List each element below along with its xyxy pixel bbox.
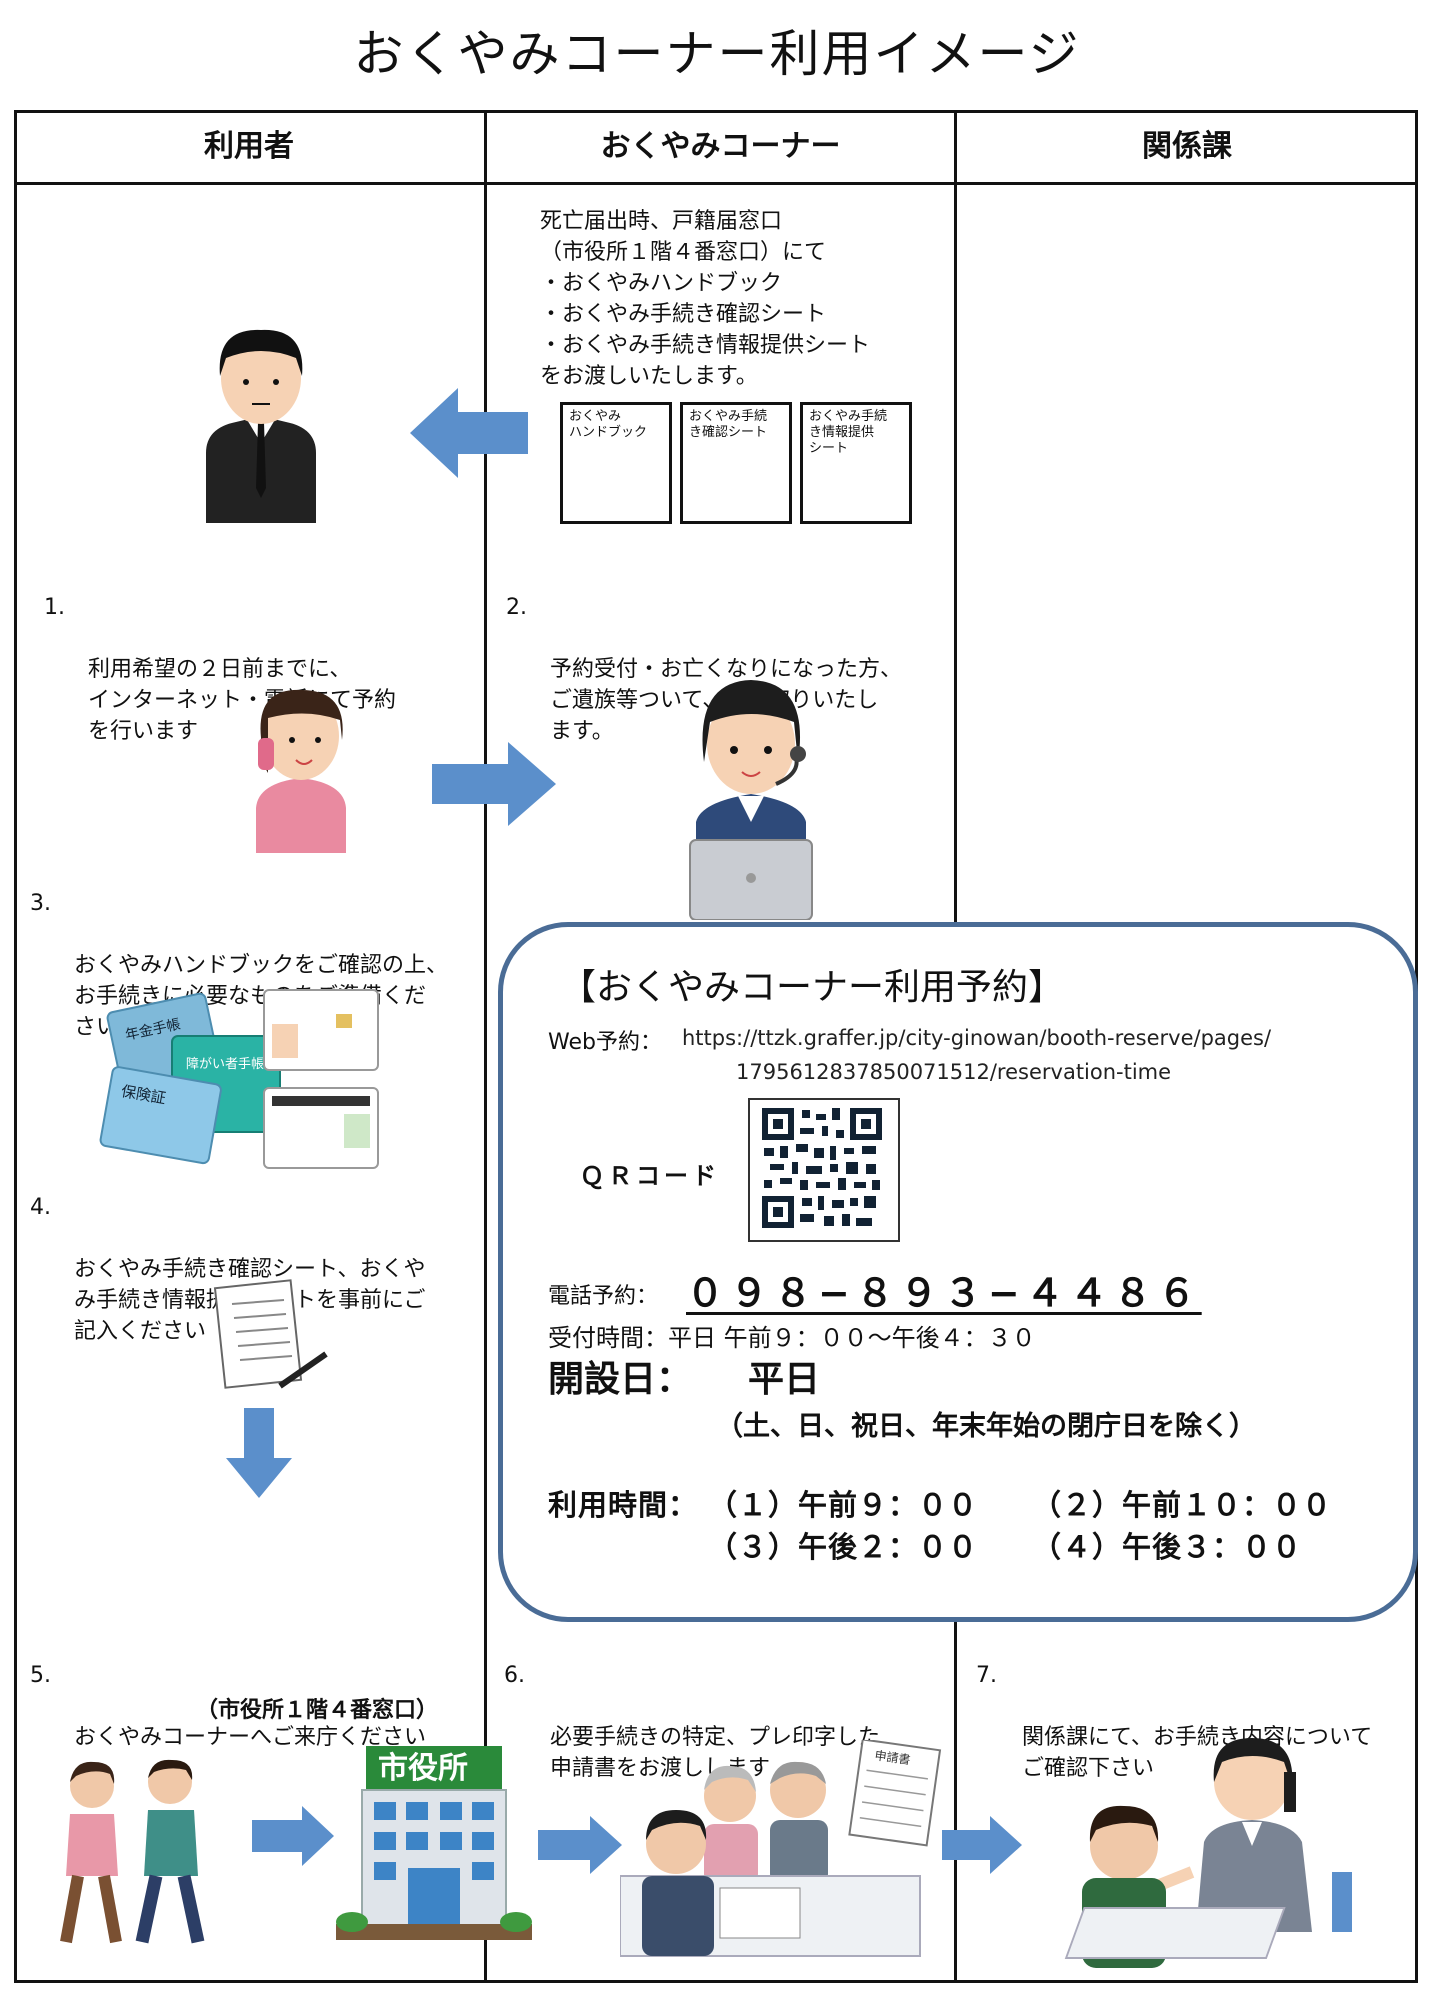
arrow-right-icon	[432, 742, 556, 826]
column-header-okuyami-corner: おくやみコーナー	[600, 129, 841, 164]
usage-hours-label: 利用時間：	[548, 1488, 699, 1522]
qr-code-icon	[762, 1108, 882, 1228]
step-6-number: 6.	[504, 1663, 525, 1688]
step-5-text: おくやみコーナーへご来庁ください	[74, 1725, 427, 1750]
time-slot-2: （２）午前１０：００	[1032, 1488, 1333, 1522]
woman-on-phone-icon	[256, 689, 346, 853]
phone-number[interactable]: ０９８−８９３−４４８６	[686, 1271, 1202, 1315]
step-5-number: 5.	[30, 1663, 51, 1688]
form-and-pen-icon	[213, 1279, 328, 1389]
step-7-text: 関係課にて、お手続き内容について ご確認下さい	[1022, 1725, 1373, 1781]
column-header-related-sections: 関係課	[1142, 129, 1232, 164]
step-7: 7. 関係課にて、お手続き内容について ご確認下さい	[976, 1660, 1416, 1815]
column-header-user: 利用者	[204, 129, 294, 164]
arrow-right-icon	[252, 1806, 334, 1866]
reservation-box	[498, 922, 1418, 1622]
application-form-label: 申請書	[874, 1748, 912, 1767]
web-reservation-url-line1[interactable]: https://ttzk.graffer.jp/city-ginowan/boo…	[682, 1026, 1272, 1050]
open-days-value: 平日	[748, 1359, 821, 1400]
time-slot-3: （３）午後２：００	[708, 1530, 979, 1564]
qr-code-label: ＱＲコード	[580, 1162, 720, 1190]
qr-code[interactable]	[748, 1098, 900, 1242]
arrow-right-icon	[942, 1816, 1022, 1874]
step-3-number: 3.	[30, 891, 51, 916]
step-1-number: 1.	[44, 595, 65, 620]
step-6-text: 必要手続きの特定、プレ印字した 申請書をお渡しします	[550, 1725, 881, 1781]
time-slot-4: （４）午後３：００	[1032, 1530, 1303, 1564]
reception-hours: 受付時間：平日 午前９：００〜午後４：３０	[548, 1324, 1036, 1352]
disability-book-label: 障がい者手帳	[186, 1057, 264, 1072]
counter-consultation-icon: 申請書	[620, 1740, 942, 1957]
city-hall-sign: 市役所	[378, 1751, 468, 1786]
header-divider	[14, 182, 1418, 185]
step-7-number: 7.	[976, 1663, 997, 1688]
card-confirmation-sheet: おくやみ手続 き確認シート	[680, 402, 792, 524]
step-5-location: （市役所１階４番窓口）	[196, 1698, 439, 1723]
step-1: 1. 利用希望の２日前までに、 インターネット・電話にて予約 を行います	[44, 592, 464, 778]
column-divider-1	[484, 110, 487, 1983]
city-hall-building-icon: 市役所	[336, 1746, 532, 1940]
card-info-sheet: おくやみ手続 き情報提供 シート	[800, 402, 912, 524]
step-4-number: 4.	[30, 1195, 51, 1220]
step-2: 2. 予約受付・お亡くなりになった方、 ご遺族等ついて、聞き取りいたし ます。	[506, 592, 946, 778]
arrow-right-icon	[538, 1816, 622, 1874]
man-in-suit-icon	[206, 329, 316, 523]
time-slot-1: （１）午前９：００	[708, 1488, 979, 1522]
web-reservation-label: Web予約：	[548, 1030, 662, 1055]
phone-reservation-label: 電話予約：	[548, 1284, 659, 1309]
step-6: 6. 必要手続きの特定、プレ印字した 申請書をお渡しします	[504, 1660, 944, 1815]
staff-consultation-icon	[1064, 1738, 1352, 1968]
documents-icon: 年金手帳 障がい者手帳 保険証	[99, 989, 379, 1169]
arrow-down-icon	[226, 1408, 292, 1498]
step-2-number: 2.	[506, 595, 527, 620]
walking-couple-icon	[60, 1759, 205, 1944]
step-1-text: 利用希望の２日前までに、 インターネット・電話にて予約 を行います	[88, 657, 397, 744]
step-2-text: 予約受付・お亡くなりになった方、 ご遺族等ついて、聞き取りいたし ます。	[550, 657, 903, 744]
card-handbook: おくやみ ハンドブック	[560, 402, 672, 524]
operator-with-laptop-icon	[689, 680, 813, 920]
intro-text: 死亡届出時、戸籍届窓口 （市役所１階４番窓口）にて ・おくやみハンドブック ・お…	[540, 209, 871, 389]
page-title: おくやみコーナー利用イメージ	[353, 25, 1081, 83]
arrow-left-icon	[410, 388, 528, 478]
open-days-label: 開設日：	[548, 1359, 693, 1400]
step-5: 5. おくやみコーナーへご来庁ください	[30, 1660, 480, 1784]
reservation-heading: 【おくやみコーナー利用予約】	[560, 967, 1065, 1008]
closed-days-note: （土、日、祝日、年末年始の閉庁日を除く）	[716, 1411, 1256, 1442]
web-reservation-url-line2[interactable]: 1795612837850071512/reservation-time	[736, 1060, 1172, 1084]
